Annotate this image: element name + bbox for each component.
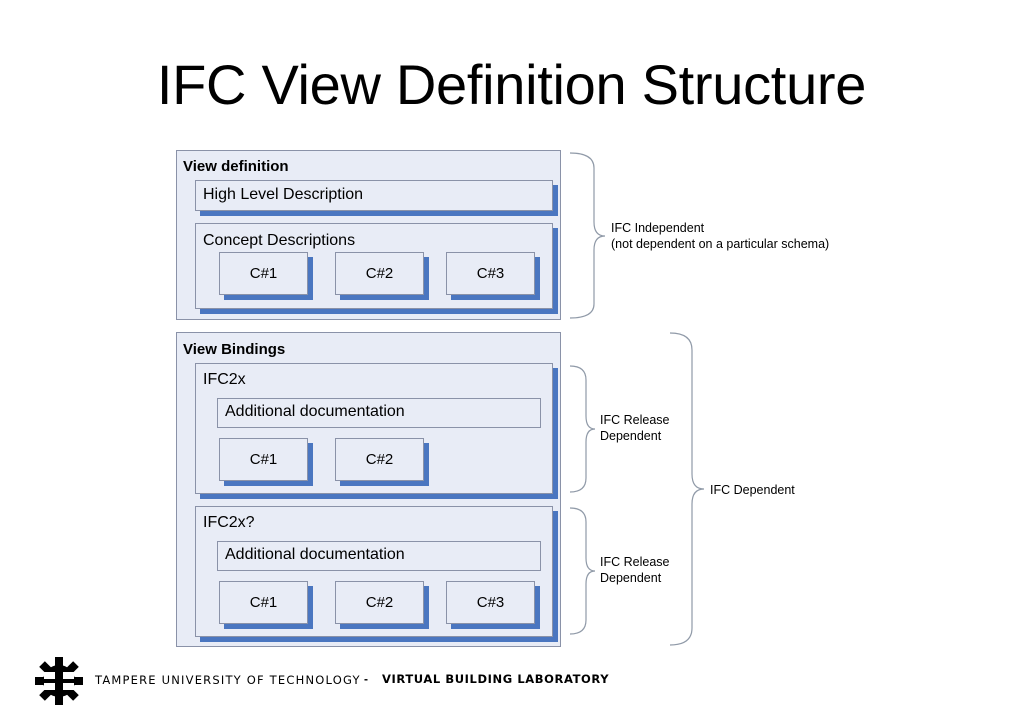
additional-documentation-label-2: Additional documentation — [225, 546, 405, 563]
high-level-description-label: High Level Description — [203, 186, 364, 203]
release2-chip-2: C#2 — [335, 581, 424, 624]
release1-chip-1: C#1 — [219, 438, 308, 481]
high-level-description-box: High Level Description — [195, 180, 553, 211]
note-release-2-line1: IFC Release — [600, 555, 670, 569]
release-label-ifc2x-next: IFC2x? — [203, 514, 255, 531]
note-independent-line1: IFC Independent — [611, 221, 705, 235]
brace-independent — [569, 152, 606, 319]
gear-logo-icon — [35, 657, 83, 705]
brace-release-2 — [569, 507, 596, 635]
brace-release-1 — [569, 365, 596, 493]
view-bindings-panel: View Bindings IFC2x Additional documenta… — [176, 332, 561, 647]
additional-documentation-label-1: Additional documentation — [225, 403, 405, 420]
footer-university: TAMPERE UNIVERSITY OF TECHNOLOGY — [95, 673, 361, 687]
concept-descriptions-box: Concept Descriptions C#1 C#2 C#3 — [195, 223, 553, 309]
additional-documentation-box-2: Additional documentation — [217, 541, 541, 571]
note-release-1: IFC Release Dependent — [600, 412, 669, 444]
note-release-1-line1: IFC Release — [600, 413, 670, 427]
concept-chip-2: C#2 — [335, 252, 424, 295]
release-box-ifc2x: IFC2x Additional documentation C#1 C#2 — [195, 363, 553, 494]
page-title: IFC View Definition Structure — [156, 53, 867, 116]
additional-documentation-box-1: Additional documentation — [217, 398, 541, 428]
note-independent: IFC Independent (not dependent on a part… — [611, 220, 829, 252]
view-definition-title: View definition — [183, 158, 289, 175]
brace-dependent — [669, 332, 705, 646]
view-bindings-title: View Bindings — [183, 341, 286, 358]
note-release-1-line2: Dependent — [600, 429, 662, 443]
footer-separator: - — [364, 672, 368, 686]
release2-chip-1: C#1 — [219, 581, 308, 624]
release-box-ifc2x-next: IFC2x? Additional documentation C#1 C#2 … — [195, 506, 553, 637]
view-definition-panel: View definition High Level Description C… — [176, 150, 561, 320]
concept-chip-3: C#3 — [446, 252, 535, 295]
note-release-2: IFC Release Dependent — [600, 554, 669, 586]
concept-descriptions-label: Concept Descriptions — [203, 232, 356, 249]
concept-chip-1: C#1 — [219, 252, 308, 295]
release2-chip-3: C#3 — [446, 581, 535, 624]
release1-chip-2: C#2 — [335, 438, 424, 481]
footer-lab: VIRTUAL BUILDING LABORATORY — [382, 672, 610, 686]
note-independent-line2: (not dependent on a particular schema) — [611, 237, 830, 251]
note-release-2-line2: Dependent — [600, 571, 662, 585]
release-label-ifc2x: IFC2x — [203, 371, 246, 388]
note-dependent: IFC Dependent — [710, 483, 795, 497]
